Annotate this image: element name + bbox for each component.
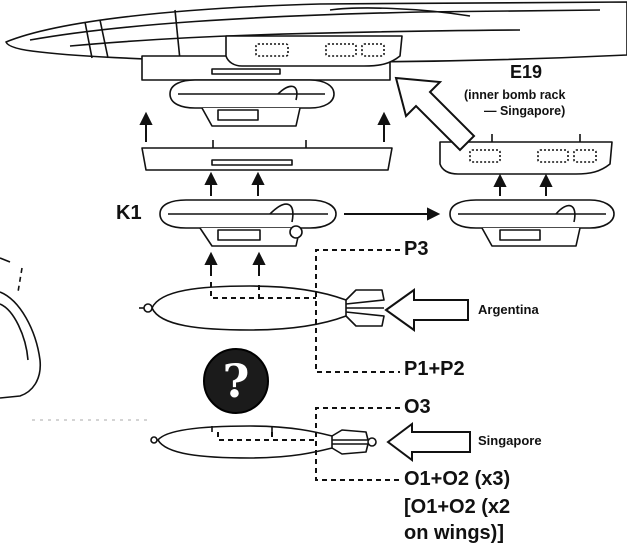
arrow-up-k1-right (251, 171, 265, 196)
e19-rack-loose (439, 134, 613, 175)
arrow-up-left-top (139, 111, 153, 142)
e19-rack-mounted (225, 35, 403, 67)
singapore-label: Singapore (478, 433, 542, 448)
leader-o3 (315, 407, 400, 481)
arrow-up-bomb-left (204, 251, 218, 276)
e19-caption-line1: (inner bomb rack (464, 88, 566, 102)
o3-label: O3 (404, 396, 431, 418)
k1-carrier-mounted (169, 79, 335, 127)
argentina-label: Argentina (478, 302, 539, 317)
hollow-arrow-e19-icon (394, 76, 476, 152)
arrow-k1-to-right (344, 207, 441, 221)
singapore-bomb (150, 425, 377, 459)
arrow-up-e19-right (539, 173, 553, 196)
dashed-leaders (32, 249, 400, 481)
hollow-arrow-singapore-icon (386, 422, 471, 462)
argentina-bomb (139, 285, 385, 331)
k1-label: K1 (116, 202, 142, 224)
leader-singapore-lugs (217, 432, 316, 441)
wings-label-line2: on wings)] (404, 522, 504, 544)
cockpit-edge (0, 257, 42, 399)
k1-carrier-loose (159, 199, 337, 247)
arrow-up-k1-left (204, 171, 218, 196)
loose-rack-plate (141, 140, 393, 171)
assembly-arrows (139, 111, 553, 276)
e19-label: E19 (510, 62, 543, 82)
arrow-up-right-top (377, 111, 391, 142)
o1o2-label: O1+O2 (x3) (404, 468, 511, 490)
question-mark-badge: ? (203, 348, 269, 414)
arrow-up-e19-left (493, 173, 507, 196)
e19-caption-line2: — Singapore) (484, 104, 566, 118)
arrow-up-bomb-right (252, 251, 266, 276)
leader-p3 (315, 249, 400, 373)
p1p2-label: P1+P2 (404, 358, 465, 380)
hollow-arrow-argentina-icon (384, 288, 469, 332)
leader-argentina-lugs (210, 282, 316, 299)
p3-label: P3 (404, 238, 429, 260)
k1-carrier-right (449, 199, 615, 247)
wings-label-line1: [O1+O2 (x2 (404, 496, 511, 518)
